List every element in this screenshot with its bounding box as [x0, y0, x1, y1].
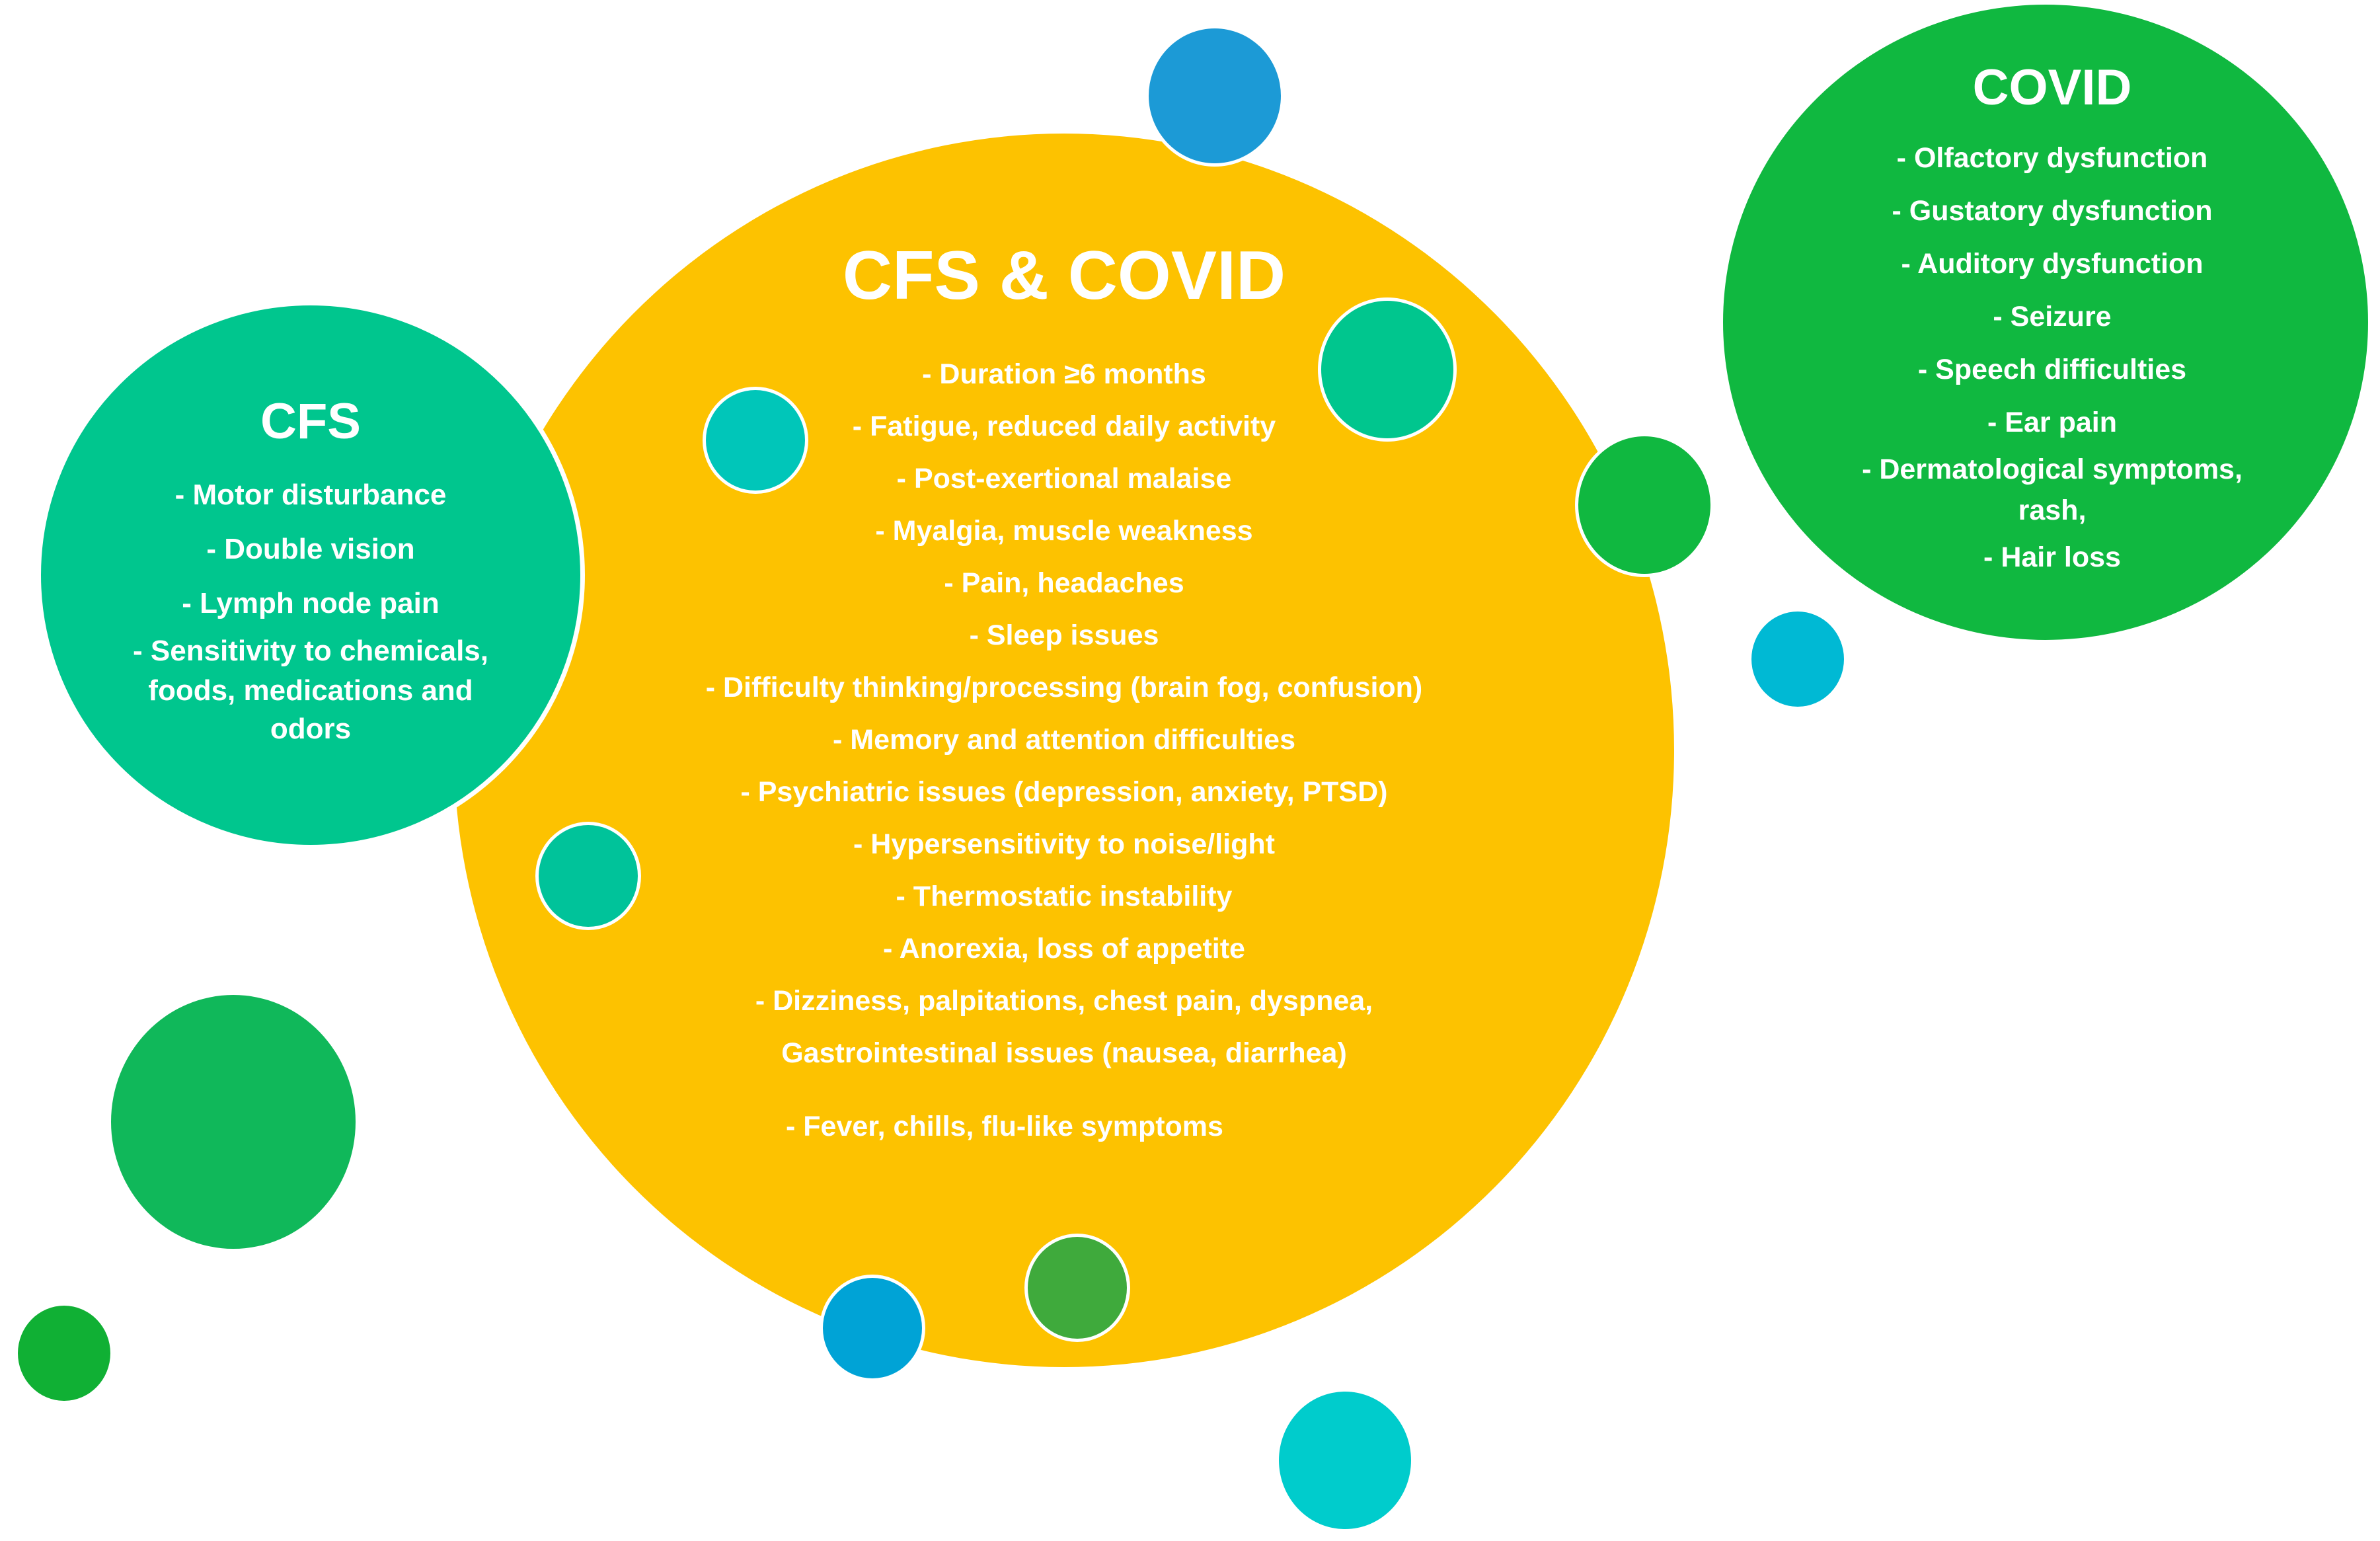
covid-item: rash, [2018, 494, 2087, 526]
cfs-item: - Double vision [206, 533, 415, 565]
decorative-bubble-green-right [1575, 433, 1714, 577]
decorative-bubble-green-small-left [15, 1302, 114, 1404]
decorative-bubble-teal-left [535, 822, 641, 930]
covid-text-block: COVID - Olfactory dysfunction - Gustator… [1814, 63, 2290, 584]
cfs-covid-title: CFS & COVID [842, 237, 1286, 314]
cfs-covid-item: - Duration ≥6 months [922, 358, 1206, 390]
cfs-covid-item: - Sleep issues [969, 619, 1159, 651]
cfs-covid-item: - Hypersensitivity to noise/light [853, 828, 1275, 860]
decorative-bubble-blue-bottom [820, 1275, 925, 1382]
cfs-covid-item: - Pain, headaches [944, 567, 1184, 599]
decorative-bubble-aqua-bottom [1276, 1388, 1414, 1532]
decorative-bubble-aqua-upper-left [703, 387, 808, 494]
cfs-covid-text-block: CFS & COVID - Duration ≥6 months - Fatig… [634, 241, 1494, 1153]
cfs-covid-item: - Thermostatic instability [896, 881, 1233, 912]
covid-item: - Gustatory dysfunction [1892, 195, 2213, 227]
cfs-covid-item: - Difficulty thinking/processing (brain … [705, 672, 1423, 703]
cfs-item: - Motor disturbance [174, 479, 447, 511]
cfs-covid-item: - Psychiatric issues (depression, anxiet… [740, 776, 1388, 808]
cfs-covid-circle [449, 129, 1679, 1372]
covid-item: - Speech difficulties [1917, 354, 2187, 385]
decorative-bubble-blue-top [1145, 25, 1284, 167]
covid-item: - Dermatological symptoms, [1862, 454, 2243, 485]
covid-title: COVID [1972, 59, 2132, 116]
cfs-covid-item: Gastrointestinal issues (nausea, diarrhe… [781, 1037, 1347, 1069]
decorative-bubble-green-large-left [108, 992, 359, 1252]
cfs-covid-item: - Post-exertional malaise [896, 463, 1232, 494]
covid-item: - Seizure [1993, 301, 2112, 333]
cfs-covid-item: - Fatigue, reduced daily activity [852, 411, 1276, 442]
covid-item: - Ear pain [1987, 407, 2117, 438]
cfs-covid-item: - Anorexia, loss of appetite [883, 933, 1245, 965]
covid-item: - Auditory dysfunction [1901, 248, 2204, 280]
cfs-covid-item: - Fever, chills, flu-like symptoms [786, 1111, 1223, 1142]
covid-item: - Olfactory dysfunction [1896, 142, 2208, 174]
decorative-bubble-olive-bottom [1024, 1234, 1130, 1342]
covid-circle [1718, 0, 2373, 645]
cfs-item: odors [270, 713, 352, 745]
decorative-bubble-teal-right [1318, 297, 1457, 442]
cfs-covid-item: - Dizziness, palpitations, chest pain, d… [755, 985, 1373, 1017]
cfs-circle [36, 301, 585, 850]
covid-item: - Hair loss [1983, 541, 2121, 573]
cfs-item: foods, medications and [148, 674, 473, 707]
cfs-item: - Lymph node pain [182, 587, 440, 619]
cfs-title: CFS [260, 393, 361, 450]
cfs-text-block: CFS - Motor disturbance - Double vision … [79, 397, 542, 748]
cfs-covid-item: - Myalgia, muscle weakness [875, 515, 1253, 547]
cfs-covid-item: - Memory and attention difficulties [833, 724, 1295, 756]
cfs-item: - Sensitivity to chemicals, [133, 635, 488, 667]
decorative-bubble-cyan-right [1748, 608, 1847, 710]
